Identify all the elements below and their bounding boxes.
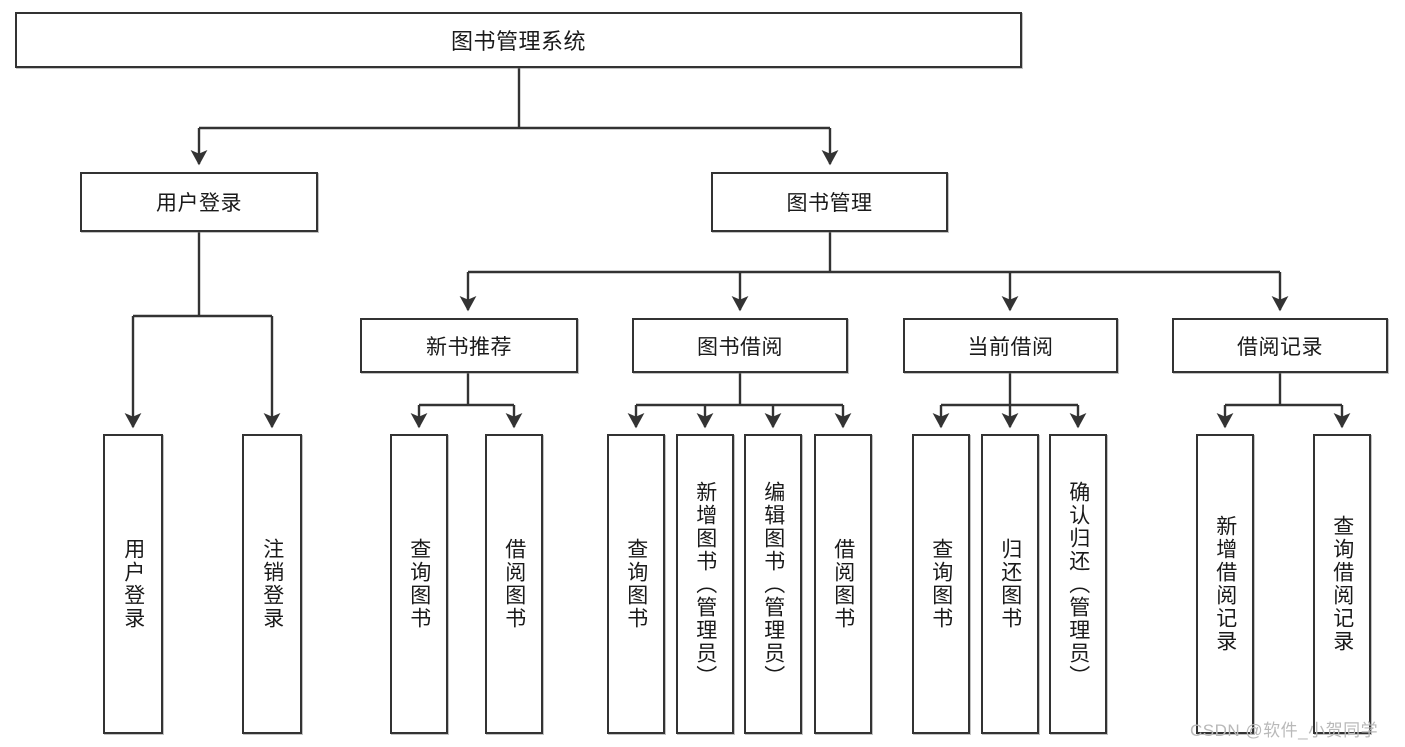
csdn-watermark: CSDN @软件_小贺同学 [1190,721,1379,740]
node-label: 查询图书 [407,538,431,630]
node-root-system[interactable]: 图书管理系统 [15,12,1022,68]
node-label: 用户登录 [156,192,242,215]
node-book-management[interactable]: 图书管理 [711,172,948,232]
node-label: 新增借阅记录 [1213,515,1237,653]
node-label: 查询图书 [624,538,648,630]
node-leaf-new-book-borrow[interactable]: 借阅图书 [485,434,543,734]
node-leaf-borrow-query-book[interactable]: 查询图书 [607,434,665,734]
node-leaf-user-login-signin[interactable]: 用户登录 [103,434,163,734]
node-leaf-record-query[interactable]: 查询借阅记录 [1313,434,1371,734]
node-label: 当前借阅 [967,335,1054,359]
node-label: 图书借阅 [697,335,783,359]
node-label: 借阅图书 [502,538,526,630]
node-label: 注销登录 [260,538,284,630]
node-label: 查询借阅记录 [1330,515,1354,653]
node-borrow-record[interactable]: 借阅记录 [1172,318,1388,373]
node-leaf-current-return-book[interactable]: 归还图书 [981,434,1039,734]
node-label: 编辑图书（管理员） [761,480,785,688]
node-label: 借阅记录 [1237,335,1323,359]
node-leaf-borrow-edit-book-admin[interactable]: 编辑图书（管理员） [744,434,802,734]
node-leaf-current-confirm-return-admin[interactable]: 确认归还（管理员） [1049,434,1107,734]
node-label: 图书管理 [786,192,873,215]
node-label: 新书推荐 [426,335,512,359]
node-leaf-record-add[interactable]: 新增借阅记录 [1196,434,1254,734]
node-label: 查询图书 [929,538,953,630]
node-leaf-borrow-borrow-book[interactable]: 借阅图书 [814,434,872,734]
node-label: 归还图书 [998,538,1022,630]
node-book-borrow[interactable]: 图书借阅 [632,318,848,373]
node-label: 借阅图书 [831,538,855,630]
node-leaf-new-book-query[interactable]: 查询图书 [390,434,448,734]
node-current-borrow[interactable]: 当前借阅 [903,318,1118,373]
node-label: 新增图书（管理员） [693,480,717,688]
node-label: 确认归还（管理员） [1066,480,1090,688]
node-new-book-recommend[interactable]: 新书推荐 [360,318,578,373]
node-user-login[interactable]: 用户登录 [80,172,318,232]
node-leaf-current-query-book[interactable]: 查询图书 [912,434,970,734]
node-label: 用户登录 [121,538,145,630]
node-leaf-borrow-add-book-admin[interactable]: 新增图书（管理员） [676,434,734,734]
node-leaf-user-login-signout[interactable]: 注销登录 [242,434,302,734]
node-label: 图书管理系统 [450,29,586,54]
